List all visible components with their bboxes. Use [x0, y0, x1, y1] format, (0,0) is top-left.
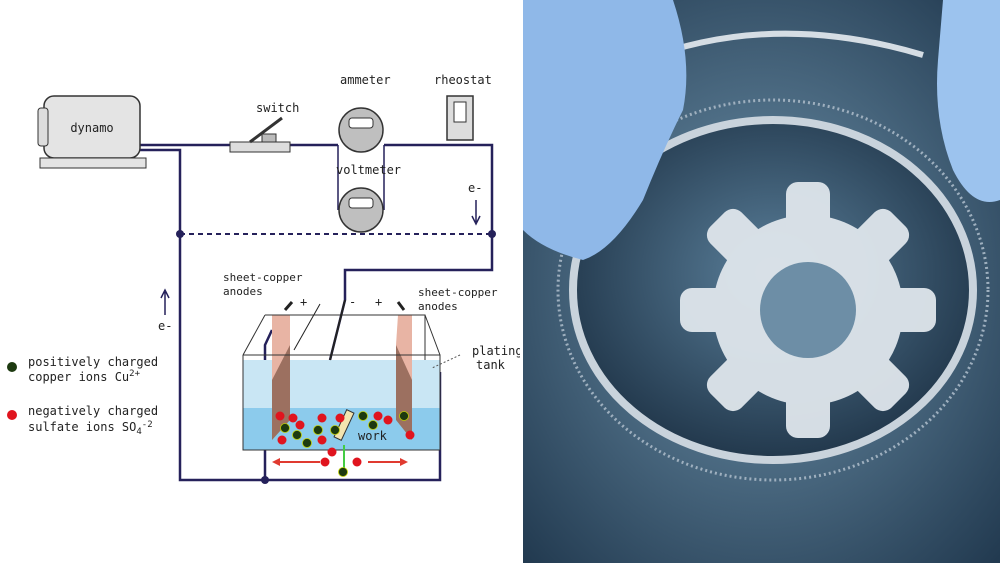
- copper-ion: [368, 420, 378, 430]
- minus-sign: -: [349, 295, 356, 309]
- copper-ion: [399, 411, 409, 421]
- sulfate-ion: [288, 413, 298, 423]
- plus-sign: +: [300, 295, 307, 309]
- copper-ion: [292, 430, 302, 440]
- electroplating-diagram: dynamo switch ammeter voltmeter rheostat…: [7, 73, 520, 484]
- voltmeter: voltmeter: [336, 163, 401, 233]
- sulfate-ion: [317, 413, 327, 423]
- sulfate-ion: [275, 411, 285, 421]
- electron-flow-arrow-icon: [160, 288, 170, 315]
- rheostat-label: rheostat: [434, 73, 492, 87]
- anode-label: sheet-copper: [223, 271, 303, 284]
- legend: positively charged copper ions Cu2+ nega…: [7, 355, 158, 437]
- switch: switch: [229, 101, 299, 153]
- ammeter-label: ammeter: [340, 73, 391, 87]
- junction-dot: [488, 230, 496, 238]
- electron-label: e-: [468, 181, 482, 195]
- legend-text: negatively charged: [28, 404, 158, 418]
- tank-label: plating: [472, 344, 520, 358]
- sulfate-ion: [373, 411, 383, 421]
- sulfate-ion: [327, 447, 337, 457]
- sulfate-ion: [405, 430, 415, 440]
- negative-ion-icon: [7, 410, 17, 420]
- tank-label: tank: [476, 358, 506, 372]
- anode-label: anodes: [223, 285, 263, 298]
- electron-flow-arrow-icon: [471, 200, 481, 226]
- anode-label: anodes: [418, 300, 458, 313]
- anode-label: sheet-copper: [418, 286, 498, 299]
- copper-ion: [330, 425, 340, 435]
- work-label: work: [358, 429, 388, 443]
- junction-dot: [261, 476, 269, 484]
- legend-text: sulfate ions SO4-2: [28, 420, 153, 437]
- legend-text: positively charged: [28, 355, 158, 369]
- electron-label: e-: [158, 319, 172, 333]
- ammeter: ammeter: [338, 73, 391, 153]
- plastic-gear: [680, 182, 936, 438]
- junction-dot: [176, 230, 184, 238]
- positive-ion-icon: [7, 362, 17, 372]
- plating-tank: [242, 299, 461, 470]
- switch-label: switch: [256, 101, 299, 115]
- sulfate-ion: [295, 420, 305, 430]
- sulfate-ion: [335, 413, 345, 423]
- gloved-hand-right: [937, 0, 1000, 202]
- copper-ion: [338, 467, 348, 477]
- voltmeter-label: voltmeter: [336, 163, 401, 177]
- dynamo-label: dynamo: [70, 121, 113, 135]
- copper-ion: [358, 411, 368, 421]
- sulfate-ion: [352, 457, 362, 467]
- gear-plating-photo: [523, 0, 1000, 563]
- legend-text: copper ions Cu2+: [28, 369, 141, 384]
- plus-sign: +: [375, 295, 382, 309]
- gloved-hand-left: [523, 0, 687, 260]
- copper-ion: [302, 438, 312, 448]
- sulfate-ion: [320, 457, 330, 467]
- copper-ion: [313, 425, 323, 435]
- sulfate-ion: [317, 435, 327, 445]
- ion-group: [275, 411, 415, 477]
- rheostat: rheostat: [434, 73, 492, 141]
- copper-ion: [280, 423, 290, 433]
- dynamo: dynamo: [37, 95, 147, 169]
- sulfate-ion: [277, 435, 287, 445]
- sulfate-ion: [383, 415, 393, 425]
